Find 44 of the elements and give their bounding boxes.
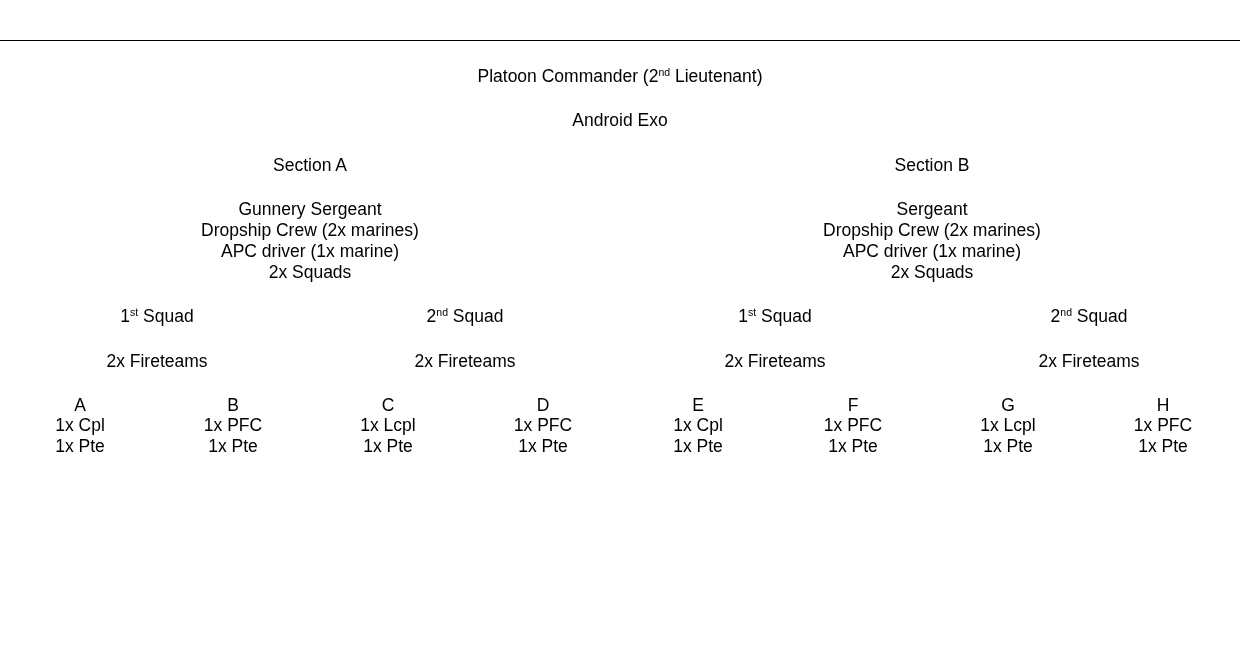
org-label: 2x Fireteams [1038, 350, 1140, 372]
org-label: 2$^{nd}$ Squad [426, 305, 504, 327]
org-label: Platoon Commander (2$^{nd}$ Lieutenant) [477, 65, 763, 87]
org-label: Dropship Crew (2x marines) [823, 219, 1041, 241]
org-label: 1x PFC [513, 414, 573, 436]
org-label: APC driver (1x marine) [843, 240, 1021, 262]
org-label: 1x Lcpl [360, 414, 416, 436]
org-label: C [381, 394, 395, 416]
org-label: G [1001, 394, 1015, 416]
org-label: Dropship Crew (2x marines) [201, 219, 419, 241]
org-label: APC driver (1x marine) [221, 240, 399, 262]
org-label: 1x Pte [55, 435, 105, 457]
org-label: H [1156, 394, 1170, 416]
org-label: Android Exo [572, 109, 668, 131]
org-label: 1x Pte [363, 435, 413, 457]
org-label: 2x Fireteams [724, 350, 826, 372]
org-label: 2x Fireteams [106, 350, 208, 372]
org-label: 1x Pte [983, 435, 1033, 457]
org-label: F [847, 394, 859, 416]
org-label: 1x Cpl [55, 414, 105, 436]
org-label: 1$^{st}$ Squad [738, 305, 812, 327]
org-label: 1x Pte [1138, 435, 1188, 457]
org-label: B [227, 394, 239, 416]
org-label: 1x Cpl [673, 414, 723, 436]
org-label: 1x PFC [1133, 414, 1193, 436]
org-label: 2x Squads [268, 261, 352, 283]
org-label: 1x Lcpl [980, 414, 1036, 436]
org-label: 1$^{st}$ Squad [120, 305, 194, 327]
org-label: 1x Pte [828, 435, 878, 457]
org-label: 1x Pte [518, 435, 568, 457]
org-label: E [692, 394, 704, 416]
org-label: Sergeant [896, 198, 968, 220]
org-label: A [74, 394, 86, 416]
org-label: 1x Pte [208, 435, 258, 457]
org-label: Gunnery Sergeant [238, 198, 382, 220]
org-label: 1x PFC [203, 414, 263, 436]
org-label: D [536, 394, 550, 416]
org-label: Section A [273, 154, 347, 176]
org-label: 2$^{nd}$ Squad [1050, 305, 1128, 327]
org-label: 2x Fireteams [414, 350, 516, 372]
org-label: Section B [894, 154, 970, 176]
org-label: 1x PFC [823, 414, 883, 436]
org-label: 2x Squads [890, 261, 974, 283]
org-label: 1x Pte [673, 435, 723, 457]
